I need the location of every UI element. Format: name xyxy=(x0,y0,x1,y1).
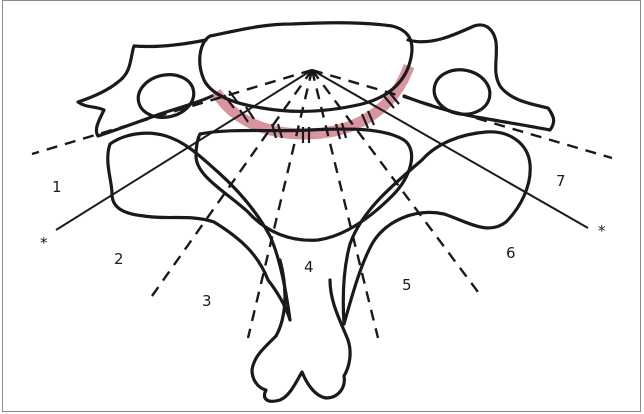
approach-rays xyxy=(32,70,612,338)
region-label-5: 5 xyxy=(402,276,412,294)
region-label-1: 1 xyxy=(52,178,62,196)
marker-line-left xyxy=(56,70,312,230)
right-transverse-process xyxy=(404,25,554,130)
marker-line-right xyxy=(312,70,588,228)
right-transverse-foramen xyxy=(431,65,494,118)
marker-asterisk-left: * xyxy=(40,234,48,252)
region-label-6: 6 xyxy=(506,244,516,262)
region-label-2: 2 xyxy=(114,250,124,268)
right-articular-mass xyxy=(343,132,530,324)
spinous-process xyxy=(252,260,350,401)
region-label-7: 7 xyxy=(556,172,566,190)
region-label-3: 3 xyxy=(202,292,212,310)
spinal-canal xyxy=(196,129,412,240)
region-label-4: 4 xyxy=(304,258,314,276)
marker-asterisk-right: * xyxy=(598,222,606,240)
